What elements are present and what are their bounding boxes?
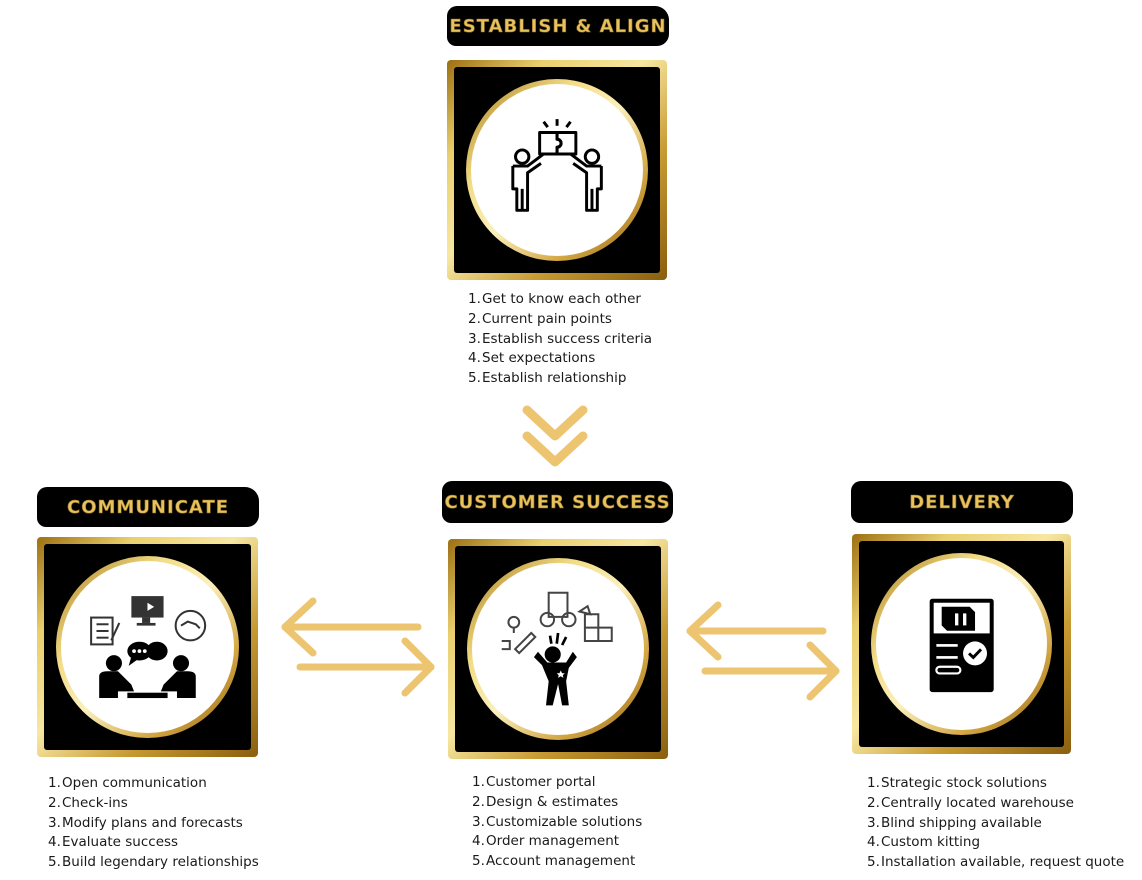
list-item: 4.Set expectations bbox=[468, 350, 596, 367]
list-item: 4.Evaluate success bbox=[48, 834, 179, 851]
communicate-card bbox=[37, 537, 258, 757]
puzzle-teamwork-icon bbox=[511, 119, 603, 212]
list-item: 1.Customer portal bbox=[472, 774, 596, 790]
list-item: 3.Blind shipping available bbox=[867, 814, 1042, 831]
communicate-title: COMMUNICATE bbox=[37, 487, 259, 527]
delivery-title: DELIVERY bbox=[851, 481, 1073, 523]
list-item: 5.Installation available, request quote bbox=[867, 854, 1125, 871]
list-item: 1.Get to know each other bbox=[468, 291, 641, 307]
customer-success-card bbox=[448, 539, 668, 759]
customer-success-list: 1.Customer portal 2.Design & estimates 3… bbox=[472, 773, 642, 872]
list-item: 3.Modify plans and forecasts bbox=[48, 814, 243, 831]
celebrating-person-icon bbox=[501, 591, 613, 706]
list-item: 1.Open communication bbox=[48, 775, 207, 791]
customer-success-title: CUSTOMER SUCCESS bbox=[442, 481, 673, 523]
double-chevron-down-icon bbox=[522, 405, 588, 467]
list-item: 2.Centrally located warehouse bbox=[867, 794, 1074, 811]
list-item: 3.Establish success criteria bbox=[468, 330, 653, 347]
delivery-document-icon bbox=[929, 598, 994, 693]
delivery-list: 1.Strategic stock solutions 2.Centrally … bbox=[867, 774, 1124, 873]
list-item: 5.Establish relationship bbox=[468, 370, 627, 387]
list-item: 3.Customizable solutions bbox=[472, 813, 643, 830]
list-item: 2.Design & estimates bbox=[472, 793, 619, 810]
list-item: 5.Account management bbox=[472, 853, 636, 870]
exchange-arrows-right-icon bbox=[686, 601, 840, 701]
list-item: 4.Order management bbox=[472, 833, 620, 850]
list-item: 1.Strategic stock solutions bbox=[867, 775, 1047, 791]
list-item: 4.Custom kitting bbox=[867, 834, 981, 851]
delivery-card bbox=[852, 534, 1071, 754]
meeting-communication-icon bbox=[90, 596, 207, 698]
communicate-list: 1.Open communication 2.Check-ins 3.Modif… bbox=[48, 774, 259, 873]
establish-align-card bbox=[447, 60, 667, 280]
list-item: 5.Build legendary relationships bbox=[48, 854, 259, 871]
list-item: 2.Check-ins bbox=[48, 794, 128, 811]
establish-align-list: 1.Get to know each other 2.Current pain … bbox=[468, 290, 652, 389]
establish-align-title: ESTABLISH & ALIGN bbox=[447, 6, 669, 46]
list-item: 2.Current pain points bbox=[468, 310, 612, 327]
exchange-arrows-left-icon bbox=[281, 597, 435, 697]
